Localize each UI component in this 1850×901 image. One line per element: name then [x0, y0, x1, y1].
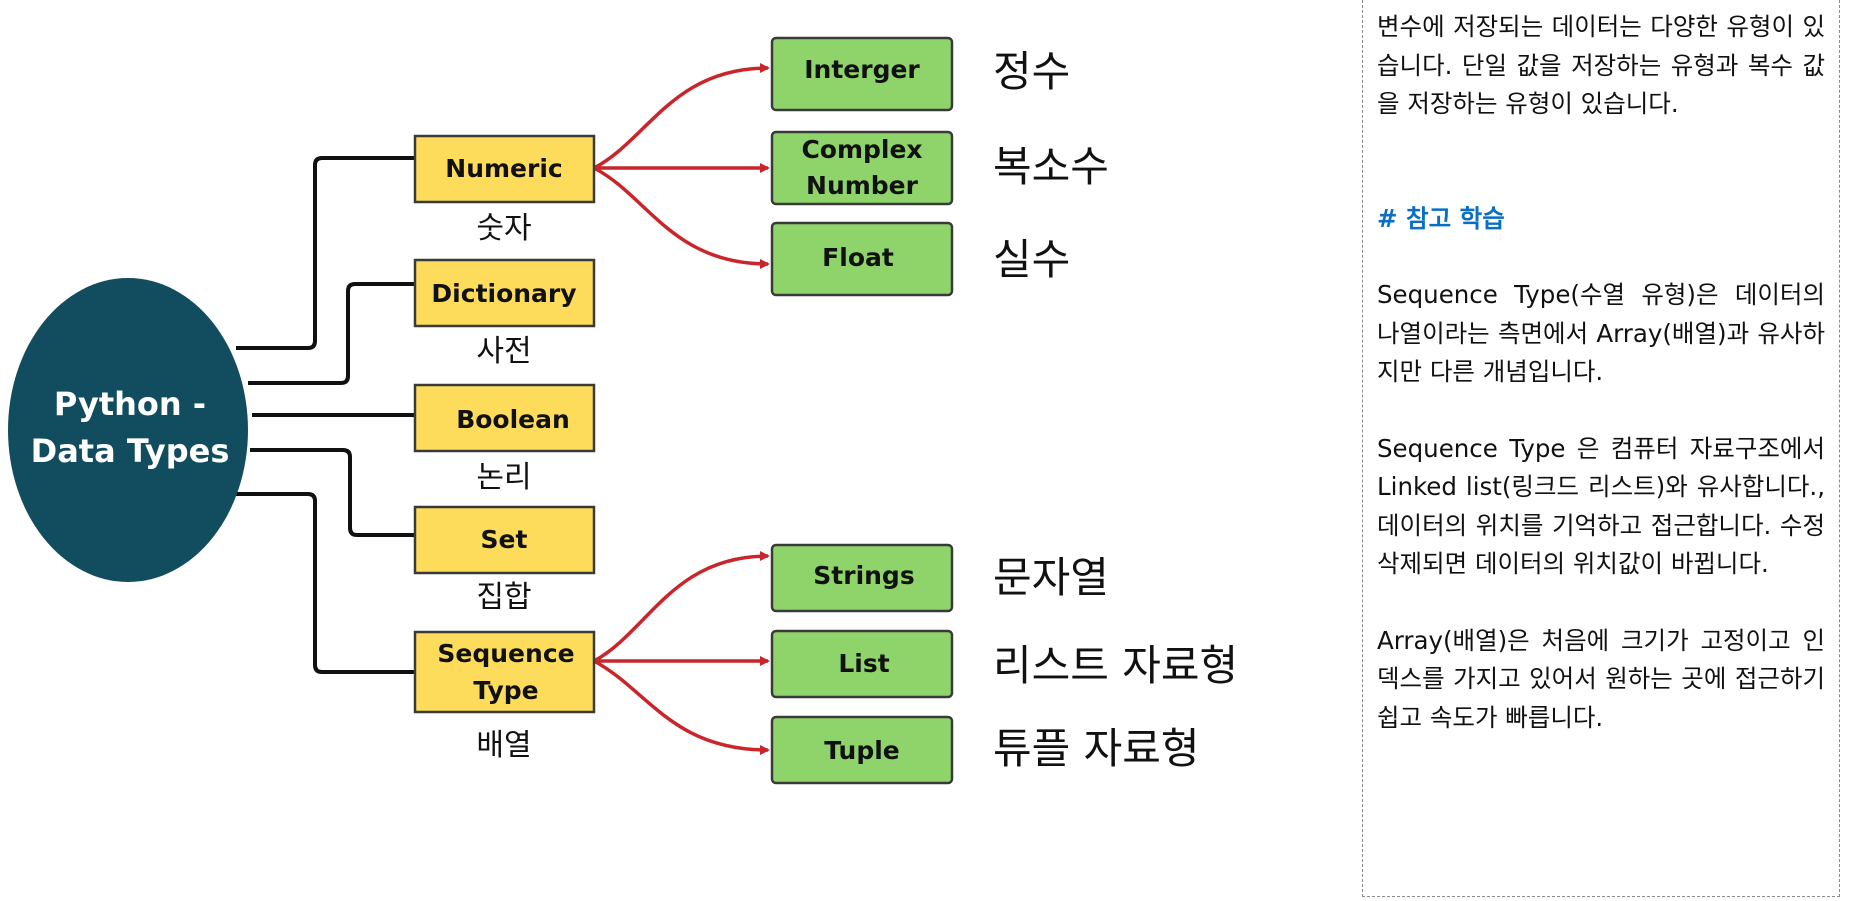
arrow-to-float — [593, 166, 770, 269]
leaf-tuple-korean: 튜플 자료형 — [993, 724, 1200, 773]
leaf-float-korean: 실수 — [993, 235, 1070, 284]
category-set-label: Set — [481, 525, 528, 554]
category-dictionary-label: Dictionary — [431, 279, 576, 308]
leaf-strings-label: Strings — [813, 561, 914, 590]
reference-note-panel: 변수에 저장되는 데이터는 다양한 유형이 있습니다. 단일 값을 저장하는 유… — [1362, 0, 1840, 897]
leaf-strings-korean: 문자열 — [993, 553, 1109, 602]
note-paragraph-array: Array(배열)은 처음에 크기가 고정이고 인덱스를 가지고 있어서 원하는… — [1377, 625, 1825, 732]
root-ellipse — [8, 278, 248, 582]
root-title-line1: Python - — [54, 385, 206, 423]
connector-sequence — [236, 492, 415, 674]
arrow-to-integer — [593, 63, 770, 170]
leaf-float-label: Float — [822, 243, 894, 272]
root-node: Python - Data Types — [8, 278, 248, 582]
leaf-integer-label: Interger — [804, 55, 920, 84]
leaf-tuple-label: Tuple — [824, 736, 900, 765]
leaf-float: Float 실수 — [770, 221, 1070, 297]
arrow-to-tuple — [593, 659, 770, 755]
root-title-line2: Data Types — [31, 432, 230, 470]
leaf-list: List 리스트 자료형 — [770, 629, 1238, 699]
category-dictionary-korean: 사전 — [476, 334, 531, 369]
leaf-tuple: Tuple 튜플 자료형 — [770, 715, 1200, 785]
category-boolean-korean: 논리 — [476, 460, 531, 495]
note-paragraph-linked-list: Sequence Type 은 컴퓨터 자료구조에서 Linked list(링… — [1377, 433, 1825, 579]
category-boolean-label: Boolean — [456, 405, 570, 434]
category-numeric: Numeric 숫자 — [413, 134, 596, 246]
leaf-complex-label-line2: Number — [806, 171, 919, 200]
category-set: Set 집합 — [413, 505, 596, 615]
leaf-strings: Strings 문자열 — [770, 543, 1109, 613]
root-connectors — [236, 156, 415, 674]
leaf-list-label: List — [838, 649, 889, 678]
python-data-types-diagram: Python - Data Types Numeric 숫자 Dictionar… — [8, 36, 1238, 785]
note-heading: # 참고 학습 — [1377, 203, 1505, 233]
category-boolean: Boolean 논리 — [413, 383, 596, 495]
note-paragraph-sequence-vs-array: Sequence Type(수열 유형)은 데이터의 나열이라는 측면에서 Ar… — [1377, 280, 1825, 386]
numeric-arrows — [593, 63, 770, 269]
arrow-to-strings — [593, 551, 770, 663]
category-set-korean: 집합 — [476, 580, 531, 615]
connector-numeric — [236, 156, 415, 350]
leaf-complex-label-line1: Complex — [801, 135, 922, 164]
leaf-integer-korean: 정수 — [993, 47, 1070, 96]
connector-dictionary — [248, 282, 415, 385]
category-sequence-label-line2: Type — [473, 676, 538, 705]
leaf-complex-korean: 복소수 — [993, 142, 1109, 191]
category-numeric-korean: 숫자 — [476, 211, 531, 246]
leaf-integer: Interger 정수 — [770, 36, 1070, 112]
category-sequence-label-line1: Sequence — [437, 639, 574, 668]
connector-set — [250, 448, 415, 537]
category-sequence-korean: 배열 — [476, 728, 531, 763]
category-dictionary: Dictionary 사전 — [413, 258, 596, 369]
category-numeric-label: Numeric — [445, 154, 562, 183]
leaf-complex-number: Complex Number 복소수 — [770, 130, 1109, 206]
sequence-arrows — [593, 551, 770, 755]
note-intro-text: 변수에 저장되는 데이터는 다양한 유형이 있습니다. 단일 값을 저장하는 유… — [1377, 12, 1825, 118]
category-sequence: Sequence Type 배열 — [413, 630, 596, 763]
leaf-list-korean: 리스트 자료형 — [993, 641, 1238, 690]
